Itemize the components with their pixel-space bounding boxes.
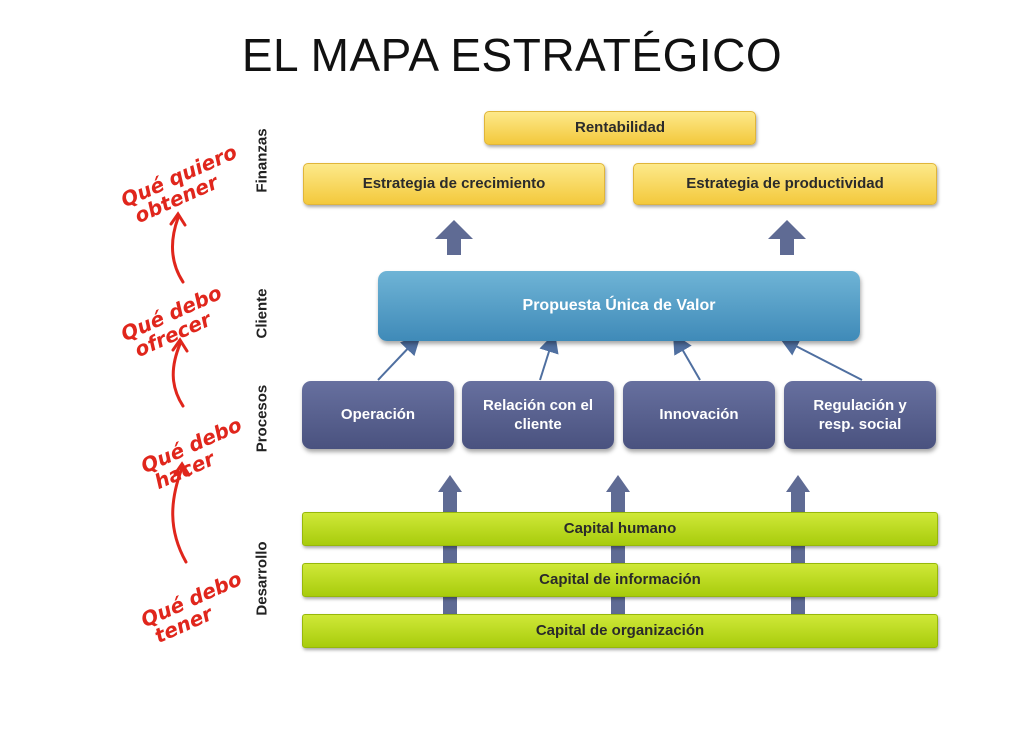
box-relacion-cliente: Relación con el cliente [462, 381, 614, 449]
bar-capital-organizacion: Capital de organización [302, 614, 938, 648]
process-connectors [377, 332, 863, 381]
level-label-desarrollo: Desarrollo [253, 541, 271, 616]
page-title: EL MAPA ESTRATÉGICO [241, 29, 783, 81]
level-label-cliente: Cliente [253, 288, 271, 339]
box-innovacion: Innovación [623, 381, 775, 449]
finance-arrows [435, 220, 806, 255]
box-line: Relación con el [482, 396, 594, 414]
bar-capital-informacion: Capital de información [302, 563, 938, 597]
box-line: resp. social [818, 416, 902, 433]
box-operacion: Operación [302, 381, 454, 449]
level-label-procesos: Procesos [253, 384, 271, 453]
red-arrows [169, 211, 191, 564]
box-line: Regulación y [813, 396, 907, 414]
level-label-finanzas: Finanzas [253, 128, 271, 193]
box-estrategia-productividad: Estrategia de productividad [633, 163, 937, 205]
box-estrategia-crecimiento: Estrategia de crecimiento [303, 163, 605, 205]
development-arrows [438, 475, 810, 620]
bar-capital-humano: Capital humano [302, 512, 938, 546]
box-line: cliente [514, 416, 562, 433]
box-regulacion-resp-social: Regulación y resp. social [784, 381, 936, 449]
box-rentabilidad: Rentabilidad [484, 111, 756, 145]
box-propuesta-unica-valor: Propuesta Única de Valor [378, 271, 860, 341]
